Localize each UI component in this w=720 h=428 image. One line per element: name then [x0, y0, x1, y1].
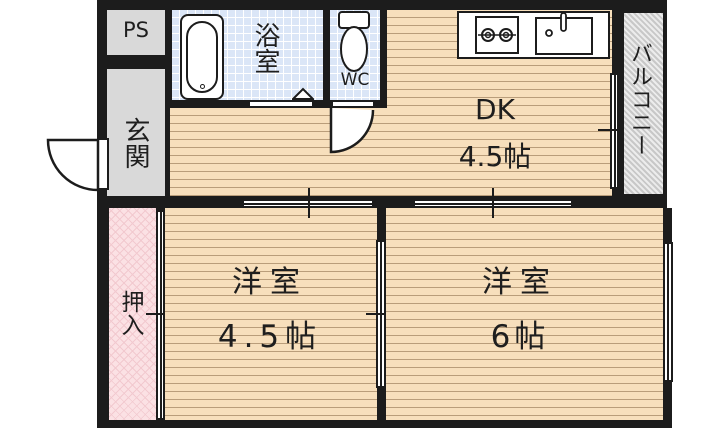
- western-room-4-5-label: 洋室: [232, 265, 308, 300]
- dining-kitchen-room: [170, 108, 612, 196]
- entrance-label: 玄関: [120, 117, 150, 169]
- ps-room: [107, 10, 165, 55]
- bathroom-label: 浴室: [250, 22, 280, 74]
- closet-label: 押入: [117, 290, 143, 336]
- toilet-door-sill: [331, 100, 375, 108]
- toilet-icon: [338, 11, 370, 72]
- closet-sliding-door: [156, 210, 165, 420]
- closet-door-handle-mark: [146, 313, 176, 315]
- western-room-6-label: 洋室: [482, 265, 558, 300]
- ps-label: PS: [123, 18, 149, 42]
- door-handle-mark-2: [492, 188, 494, 218]
- toilet-door-swing-icon: [329, 108, 375, 154]
- stove-icon: [475, 16, 519, 54]
- bathroom-step-icon: [292, 87, 314, 100]
- window-handle-mark: [598, 129, 626, 131]
- bathtub-icon: [180, 14, 224, 100]
- dk-label: DK: [475, 93, 515, 126]
- toilet-label: WC: [340, 70, 370, 90]
- western-room-6-size: 6帖: [490, 319, 550, 355]
- western-room-6: [386, 208, 663, 420]
- entrance-door-swing-icon: [46, 138, 100, 192]
- balcony-outer-rail: [665, 0, 673, 208]
- balcony-label: バルコニー: [627, 42, 652, 157]
- sink-icon: [535, 13, 593, 55]
- entrance-room: [107, 69, 165, 196]
- dk-size-label: 4.5帖: [458, 140, 532, 173]
- western-room-4-5-size: 4.5帖: [217, 319, 323, 355]
- western-room-6-window: [663, 242, 673, 382]
- balcony-sliding-window: [610, 73, 619, 189]
- western-room-4-5: [165, 208, 377, 420]
- balcony: [623, 12, 664, 195]
- door-handle-mark: [308, 188, 310, 218]
- partition-handle-mark: [366, 313, 396, 315]
- bathroom-door-sill: [248, 100, 314, 108]
